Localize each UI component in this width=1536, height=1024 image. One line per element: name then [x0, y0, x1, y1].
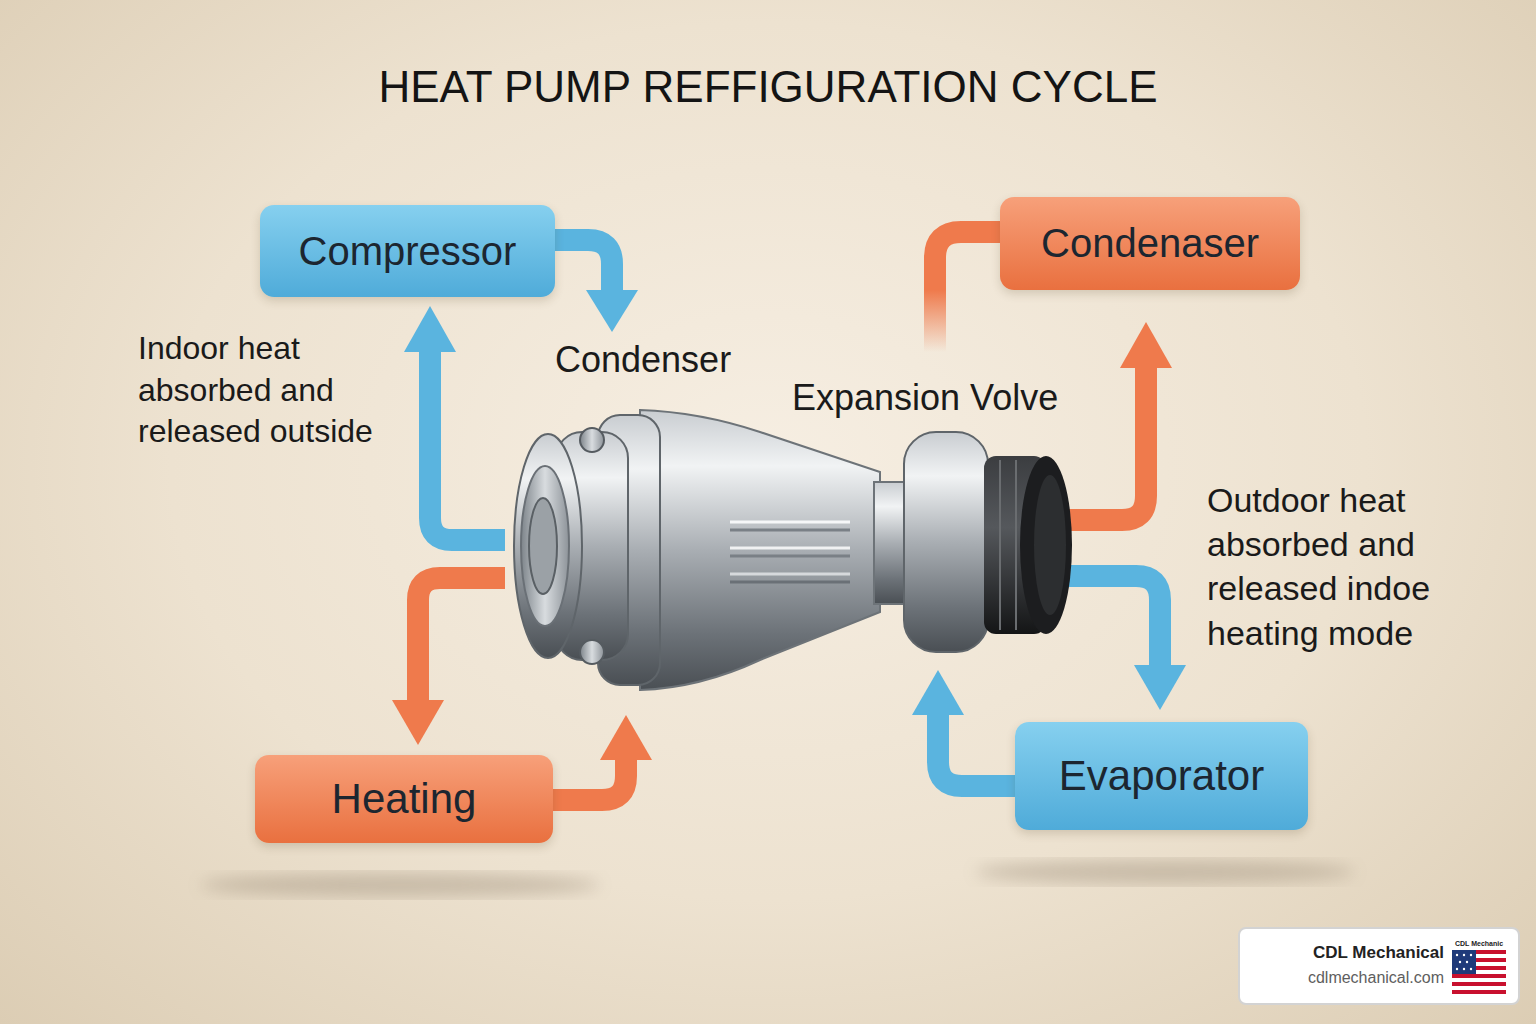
valve-body — [514, 410, 1072, 690]
diagram-title: HEAT PUMP REFFIGURATION CYCLE — [0, 62, 1536, 112]
flow-arrow — [935, 232, 1002, 352]
annotation-text: Indoor heat absorbed and released outsid… — [138, 328, 403, 453]
component-box: Evaporator — [1015, 722, 1308, 830]
part-name: Expansion Volve — [792, 376, 1092, 419]
part-name: Condenser — [555, 338, 785, 381]
arrow-head — [586, 290, 638, 332]
component-box: Condenaser — [1000, 197, 1300, 290]
flow-arrow — [1068, 366, 1146, 520]
badge-text: cdlmechanical.com — [1308, 969, 1444, 987]
flow-arrow — [1068, 576, 1160, 667]
box-label: Heating — [332, 775, 477, 823]
box-label: Condenaser — [1041, 221, 1259, 266]
shadow — [975, 860, 1355, 884]
badge-text: CDL Mechanical — [1313, 943, 1444, 963]
flow-arrow — [553, 758, 626, 800]
arrow-head — [1120, 322, 1172, 368]
flow-arrow — [548, 240, 612, 292]
flag-caption: CDL Mechanic — [1455, 940, 1505, 948]
component-box: Compressor — [260, 205, 555, 297]
arrow-head — [404, 306, 456, 352]
box-label: Evaporator — [1059, 752, 1264, 800]
arrow-head — [392, 700, 444, 745]
flow-arrow — [430, 350, 505, 540]
arrow-head — [1134, 665, 1186, 710]
mode-box: Heating — [255, 755, 553, 843]
arrow-head — [912, 670, 964, 715]
annotation-text: Outdoor heat absorbed and released indoe… — [1207, 478, 1507, 655]
arrow-head — [600, 715, 652, 760]
box-label: Compressor — [299, 229, 517, 274]
flow-arrow — [418, 578, 505, 702]
flow-arrow — [938, 713, 1017, 786]
shadow — [200, 873, 600, 897]
